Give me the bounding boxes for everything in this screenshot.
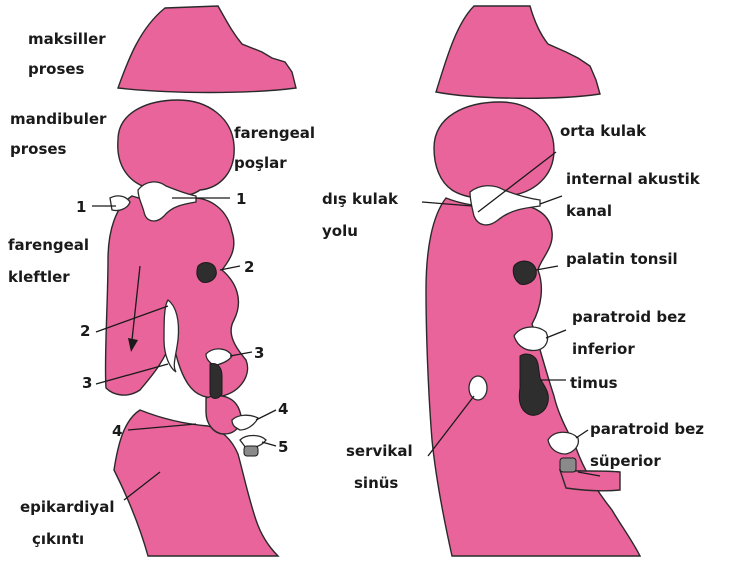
label-mandibular-2: proses [10,140,67,158]
right-maxillary-process [436,6,600,98]
label-pharyngeal-pouches-2: poşlar [234,154,287,172]
left-lower-body [114,410,278,556]
num-pouch-4: 4 [278,400,288,418]
left-mandibular-process [118,100,234,196]
num-cleft-3: 3 [82,374,92,392]
label-external-ear-2: yolu [322,222,358,240]
left-cleft-2-3 [164,300,179,372]
left-pouch-3-thymus [210,364,222,399]
label-maxillary: maksiller [28,30,106,48]
leader-parathyroid-sup [576,430,588,438]
right-mandibular-process [434,102,554,199]
label-thymus: timus [570,374,618,392]
label-epicardial-2: çıkıntı [32,530,84,548]
label-parathyroid-superior-2: süperior [590,452,661,470]
label-pharyngeal-clefts: farengeal [8,236,89,254]
label-maxillary-2: proses [28,60,85,78]
left-pouch-5-gland [244,446,258,456]
leader-pouch-5 [262,442,276,446]
label-external-ear: dış kulak [322,190,399,208]
label-pharyngeal-pouches: farengeal [234,124,315,142]
num-cleft-2: 2 [80,322,90,340]
label-cervical-sinus-2: sinüs [354,474,398,492]
right-palatine-tonsil [513,261,536,284]
label-internal-acoustic: internal akustik [566,170,701,188]
left-maxillary-process [118,6,296,93]
label-parathyroid-inferior: paratroid bez [572,308,686,326]
left-pouch-2 [197,263,217,283]
label-parathyroid-superior: paratroid bez [590,420,704,438]
right-parathyroid-superior-gland [560,458,576,472]
label-middle-ear: orta kulak [560,122,647,140]
leader-parathyroid-inf [546,330,566,338]
num-pouch-1: 1 [236,190,246,208]
num-pouch-5: 5 [278,438,288,456]
label-parathyroid-inferior-2: inferior [572,340,635,358]
num-pouch-2: 2 [244,258,254,276]
label-cervical-sinus: servikal [346,442,413,460]
label-internal-acoustic-2: kanal [566,202,612,220]
right-cervical-sinus [469,376,487,400]
label-pharyngeal-clefts-2: kleftler [8,268,70,286]
left-pharyngeal-body [105,196,247,398]
right-lower-extension [560,470,620,491]
left-pouch-4 [232,415,258,430]
num-cleft-1: 1 [76,198,86,216]
leader-pouch-4 [256,410,276,420]
label-epicardial: epikardiyal [20,498,114,516]
label-palatine-tonsil: palatin tonsil [566,250,678,268]
leader-internal-acoustic [540,196,562,204]
label-mandibular: mandibuler [10,110,107,128]
num-pouch-3: 3 [254,344,264,362]
num-cleft-4: 4 [112,422,122,440]
